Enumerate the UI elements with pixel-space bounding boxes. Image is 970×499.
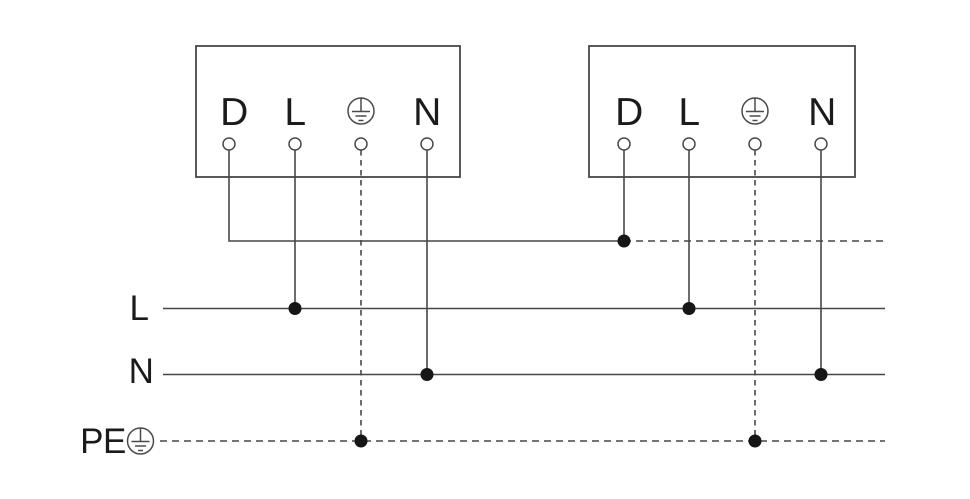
device-2-pin-earth	[748, 137, 762, 151]
device-1-pin-earth	[354, 137, 368, 151]
device-2-terminal-n-label: N	[808, 91, 836, 134]
device-1-terminal-d-label: D	[220, 91, 248, 134]
device-2-earth-icon	[741, 97, 769, 125]
device-1-box	[195, 45, 461, 178]
device-1-pin-d	[222, 137, 236, 151]
device-2-terminal-l-label: L	[678, 91, 699, 134]
pe-earth-icon	[126, 427, 155, 455]
junction-dot-pe-device1	[354, 434, 368, 448]
n-bus-label: N	[129, 352, 154, 391]
device-1-terminal-l-label: L	[284, 91, 305, 134]
junction-dot-n-device1	[420, 368, 434, 381]
device-2-pin-n	[814, 137, 828, 151]
junction-dot-d-link	[617, 234, 631, 248]
device-1-pin-l	[288, 137, 302, 151]
device-2-box	[588, 45, 856, 178]
device-1-d-wire	[228, 150, 624, 242]
junction-dot-l-device2	[682, 302, 696, 315]
device-2-pin-d	[617, 137, 631, 151]
device-1-terminal-n-label: N	[413, 91, 441, 134]
junction-dot-pe-device2	[748, 434, 762, 448]
device-1-pin-n	[420, 137, 434, 151]
junction-dot-n-device2	[814, 368, 828, 381]
pe-bus-label: PE	[80, 422, 126, 461]
junction-dot-l-device1	[288, 302, 302, 315]
device-1-earth-icon	[347, 97, 375, 125]
device-2-pin-l	[682, 137, 696, 151]
l-bus-label: L	[130, 289, 149, 328]
device-2-terminal-d-label: D	[615, 91, 643, 134]
